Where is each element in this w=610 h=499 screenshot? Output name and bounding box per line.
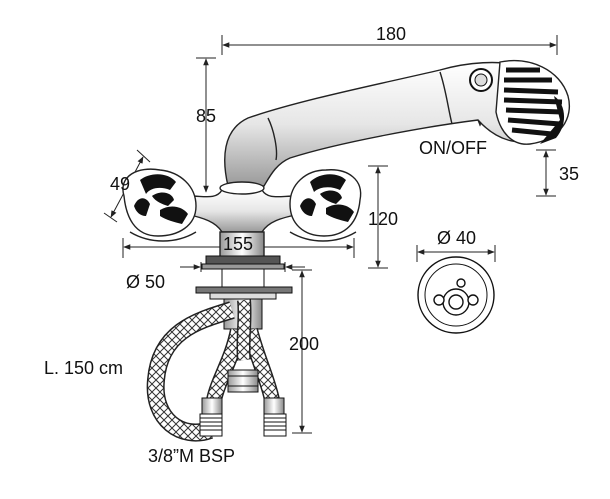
dim-hose-below: 200: [289, 334, 319, 354]
spray-head: [495, 60, 570, 145]
braided-hoses: [146, 299, 280, 442]
dim-handle-size: 49: [110, 174, 130, 194]
hose-length-label: L. 150 cm: [44, 358, 123, 378]
thread-label: 3/8”M BSP: [148, 446, 235, 466]
dim-base-height: 120: [368, 209, 398, 229]
dim-base-diameter: Ø 50: [126, 272, 165, 292]
left-handle: [122, 168, 197, 242]
cap-end-view: [417, 256, 495, 334]
dim-handle-height: 35: [559, 164, 579, 184]
dim-spread: 155: [223, 234, 253, 254]
dim-height-spout: 85: [196, 106, 216, 126]
on-off-label: ON/OFF: [419, 138, 487, 158]
hose-fittings: [199, 369, 287, 437]
mixer-body: [185, 181, 301, 259]
dim-cap-diameter: Ø 40: [437, 228, 476, 248]
right-handle: [289, 169, 362, 242]
on-off-button: [469, 68, 493, 92]
dim-width-top: 180: [376, 24, 406, 44]
